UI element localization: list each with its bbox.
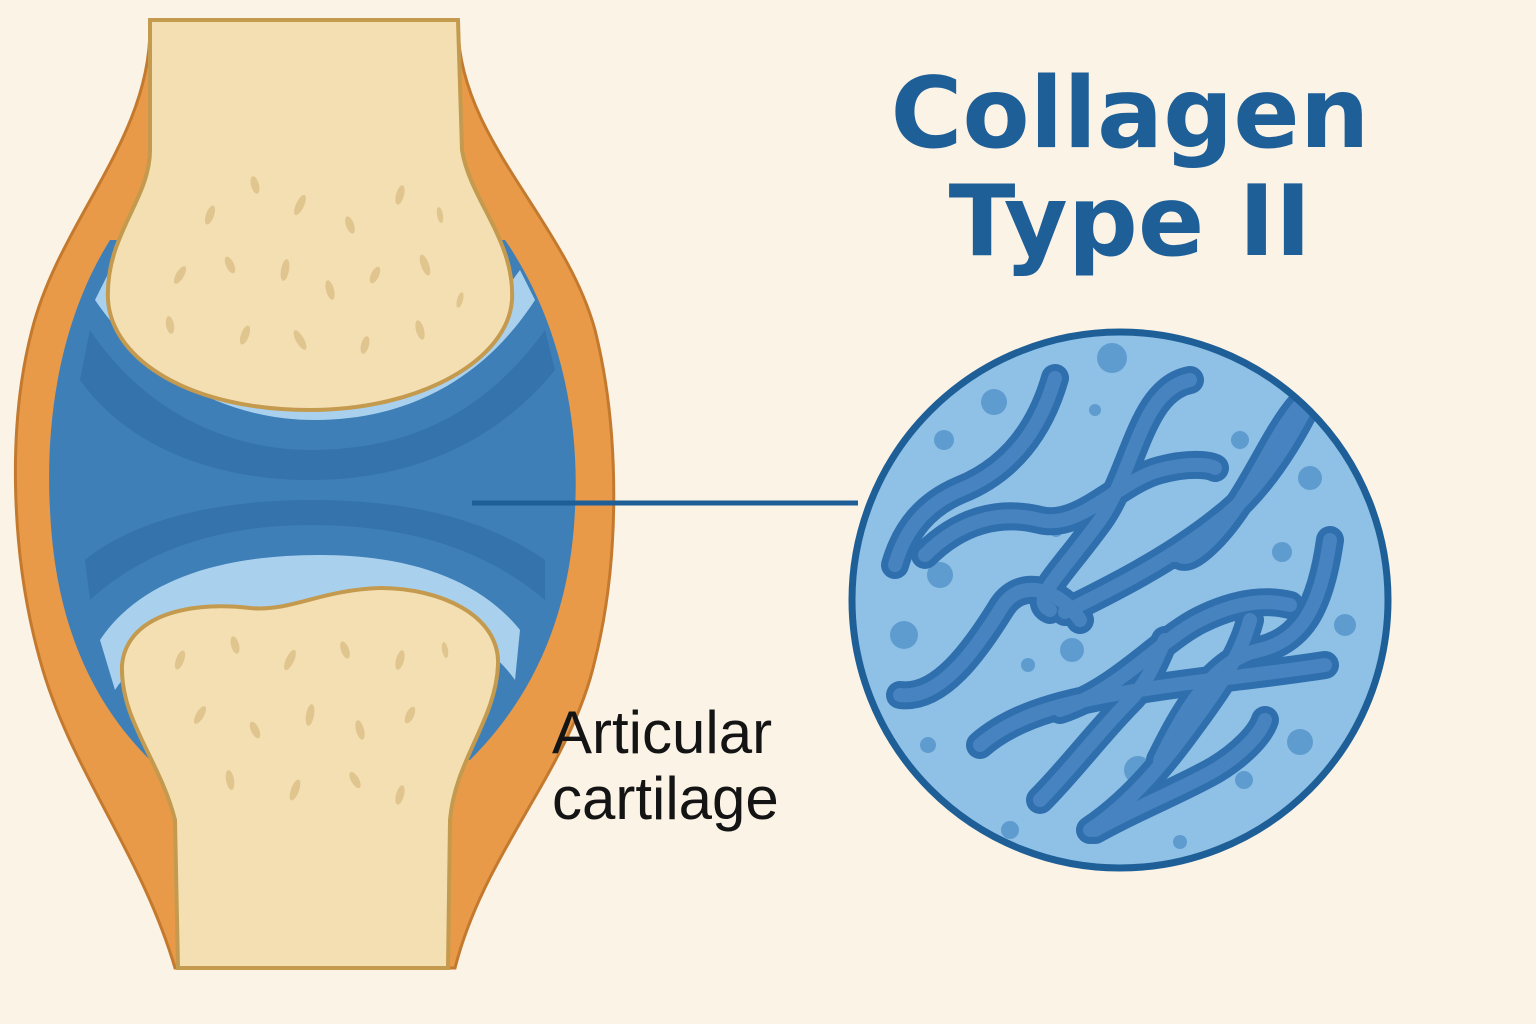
collagen-zoom-circle <box>848 328 1392 872</box>
articular-cartilage-label: Articular cartilage <box>552 700 852 832</box>
zoom-circle-outline <box>848 328 1392 872</box>
upper-bone-texture <box>165 176 464 354</box>
title-line-1: Collagen <box>890 57 1370 171</box>
lower-cartilage <box>100 555 520 690</box>
lower-cavity-band <box>85 500 545 600</box>
upper-cavity-band <box>80 330 555 480</box>
label-line-2: cartilage <box>552 765 779 832</box>
lower-bone-texture <box>174 636 449 805</box>
title-line-2: Type II <box>948 165 1312 279</box>
label-line-1: Articular <box>552 699 773 766</box>
collagen-fibers <box>881 364 1344 844</box>
upper-bone <box>105 18 515 413</box>
diagram-title: Collagen Type II <box>830 60 1430 276</box>
lower-bone <box>119 585 501 970</box>
